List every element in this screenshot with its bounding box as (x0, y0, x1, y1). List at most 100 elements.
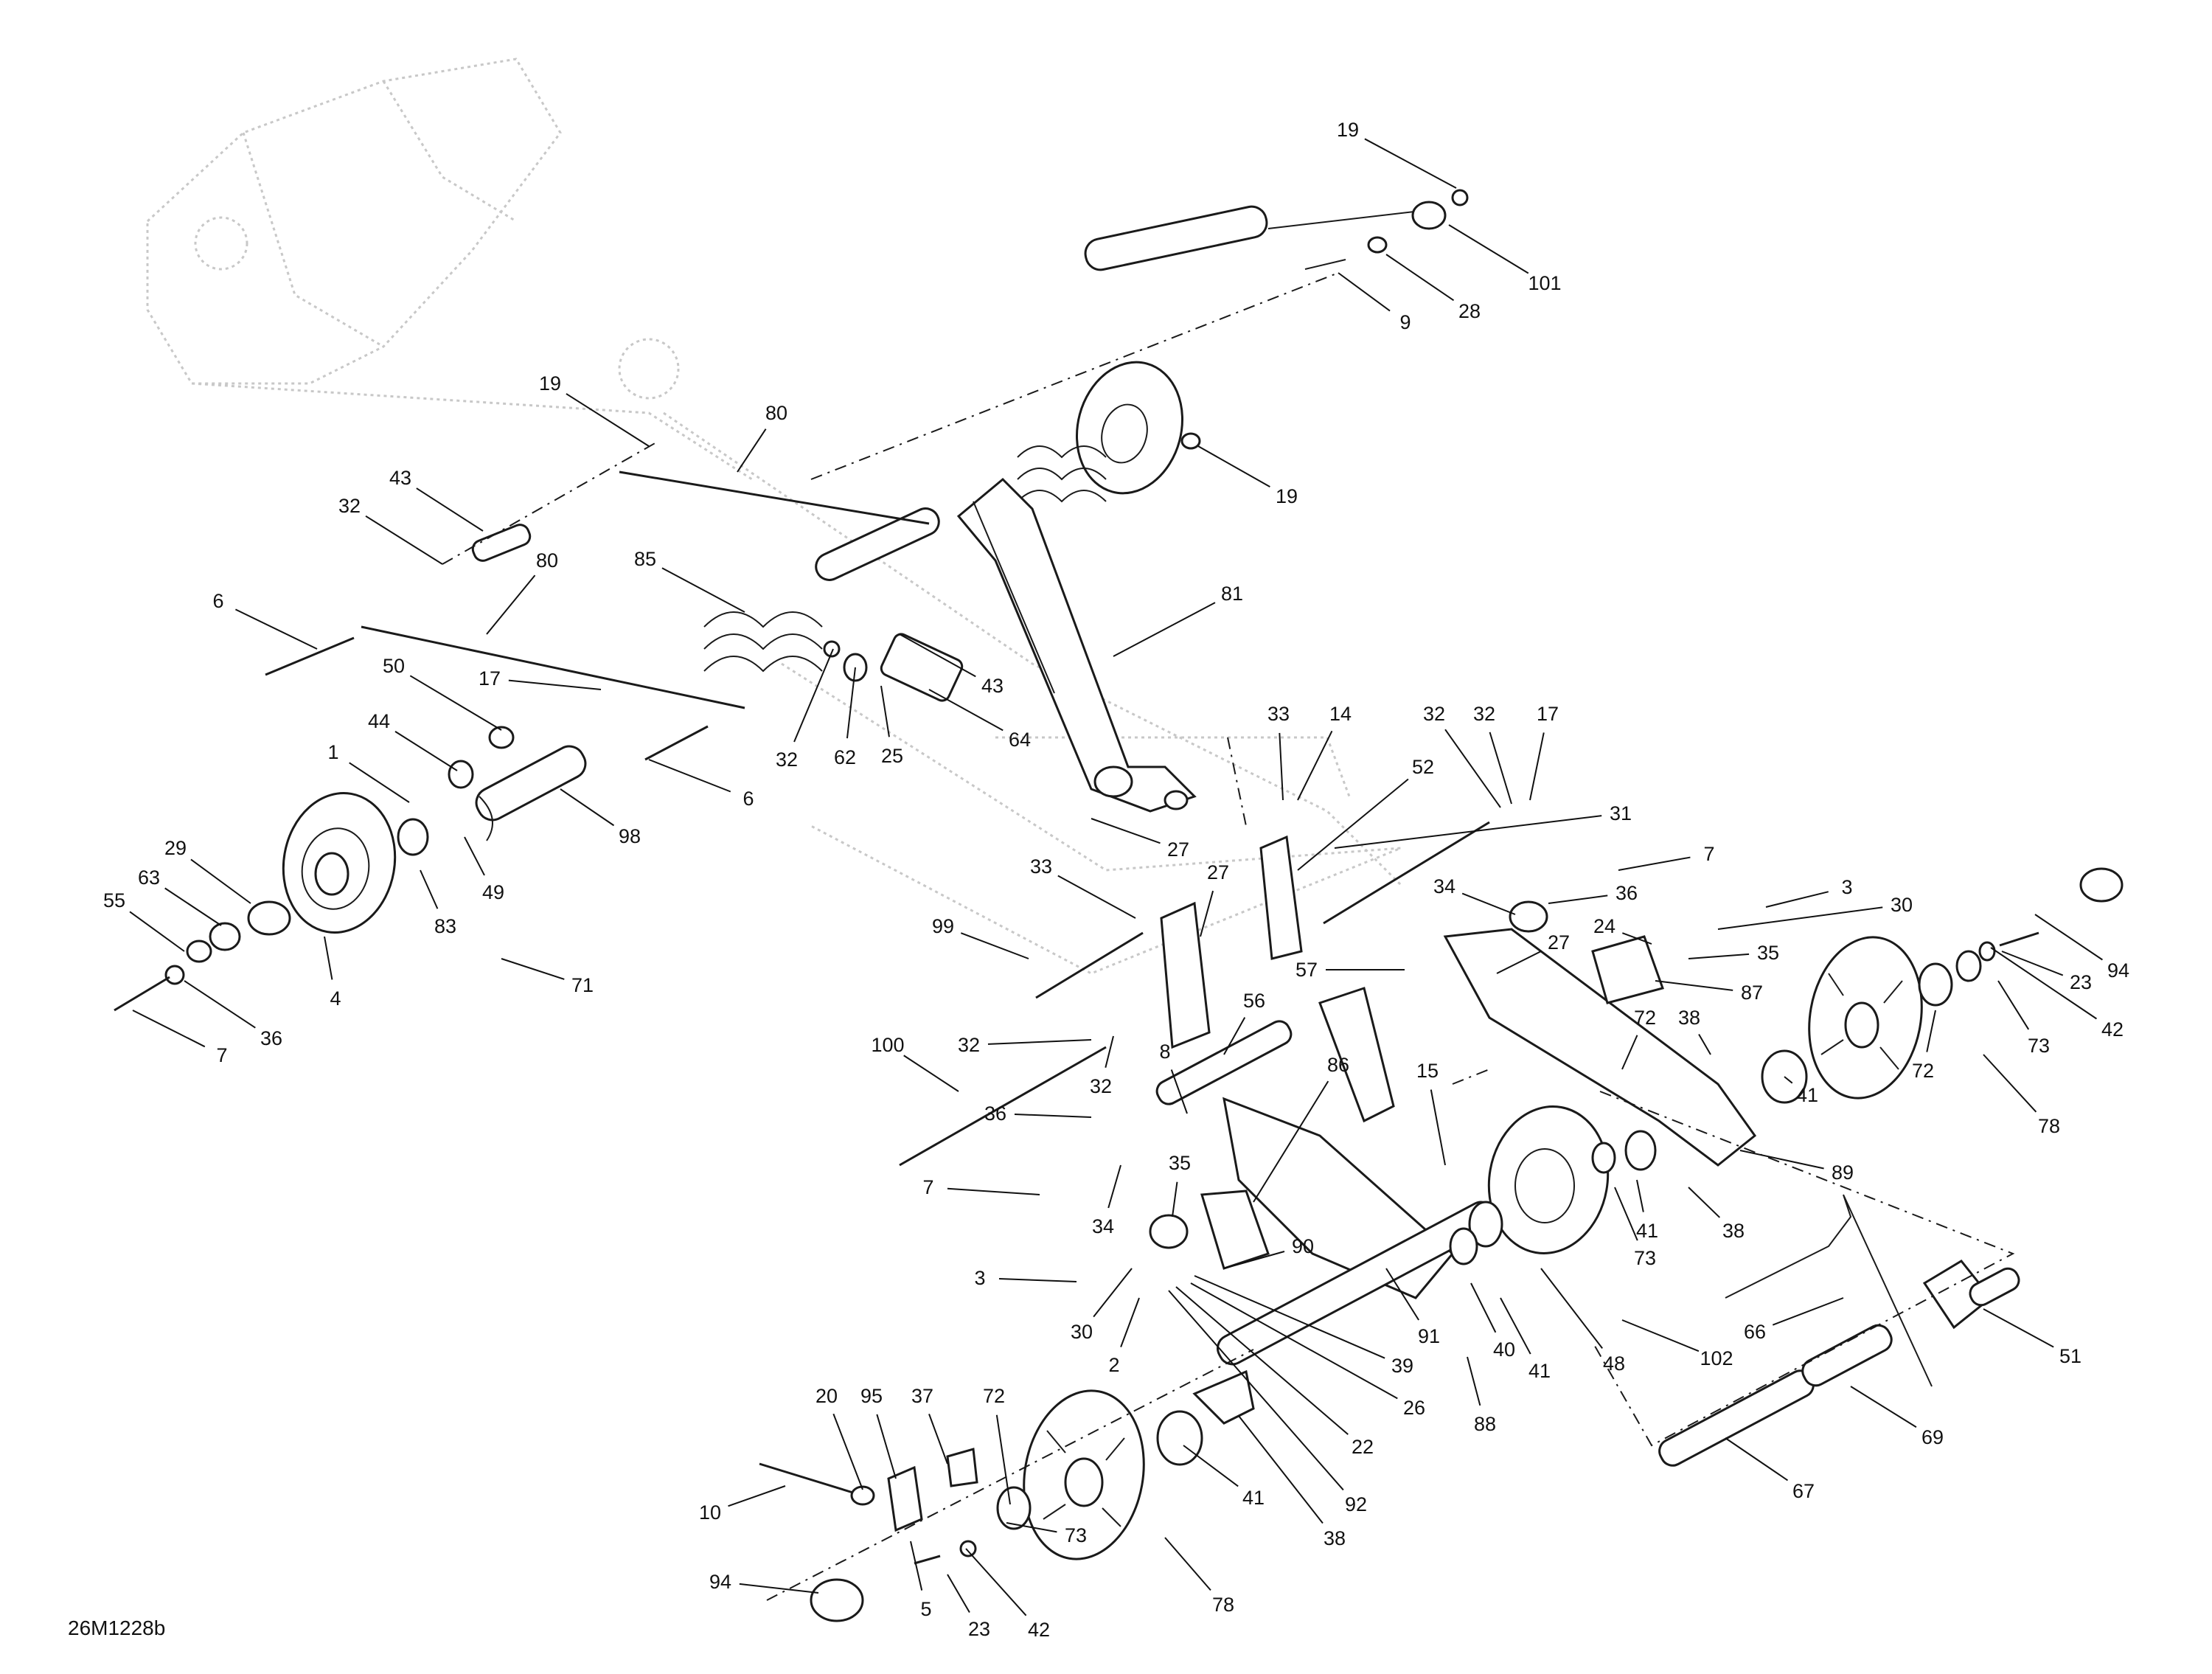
leader-line-c1 (349, 762, 410, 803)
callout-c100: 100 (871, 1034, 904, 1056)
leader-line-c35a (1688, 953, 1750, 959)
callout-c19b: 19 (539, 372, 561, 395)
assembly-lines (442, 272, 2015, 1601)
leader-line-c83 (420, 869, 439, 909)
callout-c89: 89 (1832, 1161, 1854, 1184)
leader-line-c32c (1444, 729, 1501, 808)
callout-c15: 15 (1416, 1060, 1439, 1082)
callout-c22: 22 (1352, 1436, 1374, 1458)
callout-c98: 98 (619, 825, 641, 847)
rear-shafts (1658, 1194, 2020, 1467)
leader-line-c72c (995, 1414, 1011, 1505)
callout-c67: 67 (1792, 1480, 1815, 1502)
leader-line-c36b (184, 980, 256, 1029)
callout-c24: 24 (1593, 915, 1615, 937)
leader-line-c94a (2034, 914, 2103, 961)
callout-c6a: 6 (212, 590, 223, 612)
leader-line-c72b (1926, 1010, 1936, 1052)
callout-c27a: 27 (1167, 838, 1189, 861)
callout-c95: 95 (860, 1385, 883, 1407)
leader-line-c50 (409, 675, 502, 731)
leader-line-c89 (1739, 1150, 1824, 1170)
leader-line-c78b (1164, 1537, 1211, 1591)
callout-c51: 51 (2059, 1345, 2081, 1367)
leader-line-c33b (1057, 875, 1136, 919)
leader-line-c15 (1430, 1089, 1446, 1166)
callout-c91: 91 (1418, 1325, 1440, 1347)
callout-c99: 99 (932, 915, 954, 937)
leader-line-c44 (394, 731, 458, 771)
callout-c66: 66 (1744, 1321, 1766, 1343)
callout-c52: 52 (1412, 756, 1434, 778)
callout-c28: 28 (1458, 300, 1481, 322)
callout-c87: 87 (1741, 982, 1763, 1004)
leader-line-c85 (661, 567, 745, 613)
cross-shaft-brackets (899, 821, 1490, 1167)
leader-line-c23b (947, 1574, 970, 1614)
callout-c86: 86 (1327, 1054, 1349, 1076)
callout-c1: 1 (327, 741, 338, 763)
callout-c9: 9 (1399, 311, 1411, 333)
callout-c37: 37 (911, 1385, 933, 1407)
leader-line-c3b (998, 1277, 1077, 1282)
leader-line-c40 (1470, 1282, 1497, 1333)
leader-line-c94b (739, 1583, 819, 1594)
callout-c81: 81 (1221, 583, 1243, 605)
callout-c19a: 19 (1337, 119, 1359, 141)
leader-line-c42a (1990, 947, 2097, 1020)
callout-c5: 5 (920, 1598, 931, 1620)
callout-c80a: 80 (765, 402, 787, 424)
callout-c32c: 32 (1423, 703, 1445, 725)
callout-c80b: 80 (536, 549, 558, 572)
callout-c34a: 34 (1433, 875, 1455, 897)
leader-line-c35b (1172, 1181, 1178, 1218)
leader-line-c32d (1489, 732, 1512, 805)
leader-line-c41d (1183, 1445, 1239, 1487)
callout-c36a: 36 (1615, 882, 1638, 904)
callout-c10: 10 (699, 1501, 721, 1524)
leader-line-c36c (1014, 1114, 1092, 1118)
callout-c88: 88 (1474, 1413, 1496, 1435)
callout-c26: 26 (1403, 1397, 1425, 1419)
callout-c42a: 42 (2101, 1018, 2124, 1041)
leader-line-c17a (508, 679, 602, 690)
callout-c35a: 35 (1757, 942, 1779, 964)
leader-line-c73a (1997, 980, 2030, 1030)
leader-line-c9 (1338, 272, 1391, 312)
callout-c43a: 43 (389, 467, 411, 489)
leader-line-c8 (1170, 1069, 1188, 1114)
leader-line-c43b (899, 633, 976, 678)
callout-c7a: 7 (1703, 843, 1714, 865)
leader-line-c14 (1297, 730, 1333, 801)
leader-line-c32b (793, 648, 834, 743)
leader-line-c48 (1540, 1268, 1603, 1349)
leader-line-c90 (1223, 1251, 1285, 1269)
callout-c23b: 23 (968, 1618, 990, 1640)
callout-c4: 4 (330, 987, 341, 1010)
leader-line-c32a (365, 515, 443, 565)
callout-c101: 101 (1528, 272, 1561, 294)
callout-c34b: 34 (1092, 1215, 1114, 1237)
leader-line-c23a (2001, 951, 2064, 976)
callout-c20: 20 (815, 1385, 838, 1407)
leader-line-c19c (1197, 445, 1270, 488)
leader-line-c27c (1496, 950, 1543, 974)
callout-c30a: 30 (1891, 894, 1913, 916)
leader-line-c34b (1107, 1164, 1121, 1209)
shock-absorber (1084, 189, 1469, 271)
leader-line-c38a (1698, 1033, 1711, 1055)
callout-c32f: 32 (1090, 1075, 1112, 1097)
callout-c32b: 32 (776, 749, 798, 771)
callout-c6b: 6 (742, 788, 754, 810)
leader-line-c43a (416, 487, 484, 532)
ghost-frame (146, 58, 1402, 975)
callout-c73c: 73 (1065, 1524, 1087, 1546)
callout-c49: 49 (482, 881, 504, 903)
callout-c69: 69 (1921, 1426, 1944, 1448)
callout-c73b: 73 (1634, 1247, 1656, 1269)
leader-line-c51 (1983, 1308, 2054, 1348)
leader-line-c52 (1297, 778, 1409, 871)
callout-c23a: 23 (2070, 971, 2092, 993)
callout-c40: 40 (1493, 1338, 1515, 1361)
